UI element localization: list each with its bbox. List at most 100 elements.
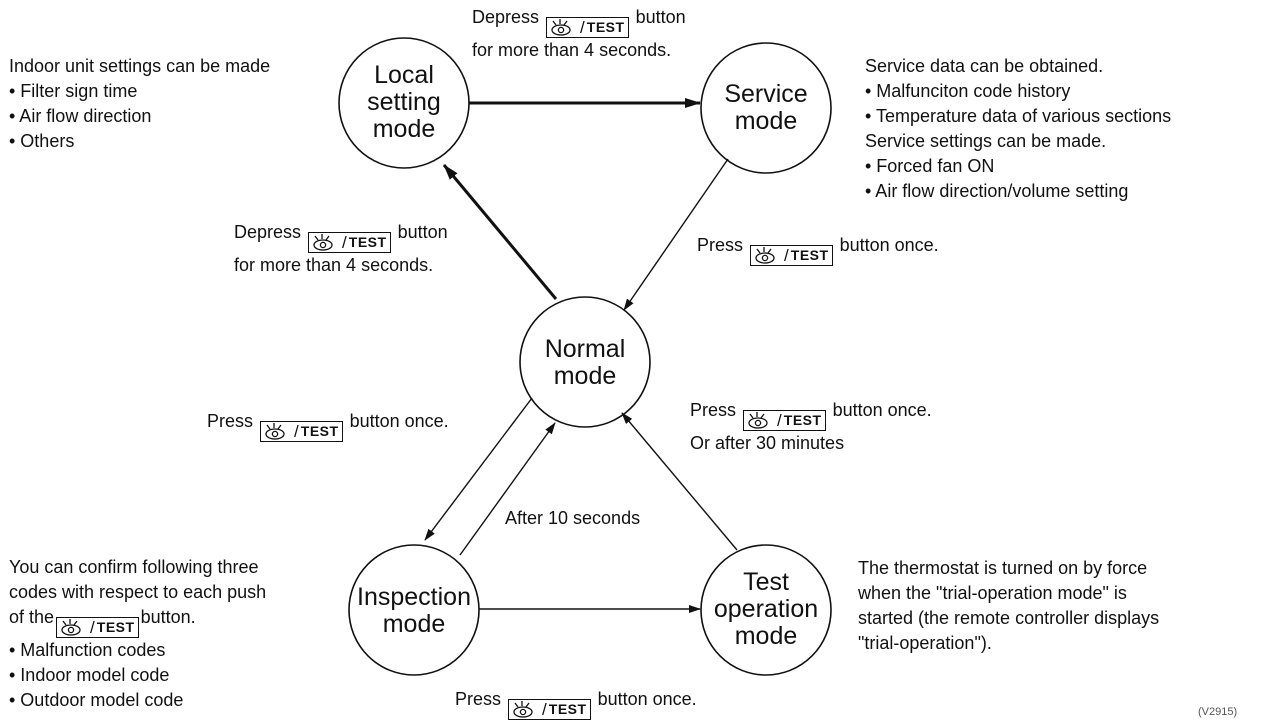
node-test: Test operation mode	[706, 569, 826, 650]
note-test-line: when the "trial-operation mode" is	[858, 583, 1127, 603]
node-local-line1: Local	[374, 61, 434, 89]
node-inspection: Inspection mode	[344, 584, 484, 638]
label-test-to-normal-line1: Press /TEST button once.	[690, 398, 932, 431]
node-service-line1: Service	[724, 80, 808, 108]
node-inspection-line2: mode	[382, 610, 446, 638]
note-service-item: • Malfunciton code history	[865, 81, 1071, 101]
label-test-to-normal-line2: Or after 30 minutes	[690, 433, 845, 453]
button-slash: /	[784, 246, 789, 265]
note-inspection-item: • Indoor model code	[9, 665, 170, 685]
node-circle-normal	[519, 296, 651, 428]
button-slash: /	[580, 18, 585, 37]
button-slash: /	[90, 618, 95, 637]
button-test-text: TEST	[586, 19, 625, 35]
eye-icon	[313, 234, 333, 251]
eye-icon	[61, 619, 81, 636]
eye-icon	[265, 423, 285, 440]
label-local-to-service-line1: Depress /TEST button	[472, 5, 686, 38]
label-pre: Depress	[472, 7, 540, 27]
note-test: The thermostat is turned on by force whe…	[858, 556, 1159, 656]
node-local: Local setting mode	[344, 62, 464, 143]
node-normal-line1: Normal	[544, 335, 626, 363]
label-post: button once.	[349, 411, 449, 431]
inspection-test-button-label: /TEST	[56, 617, 139, 638]
node-circle-inspection	[348, 544, 480, 676]
label-inspection-to-test: Press /TEST button once.	[455, 687, 697, 720]
note-inspection-line2: codes with respect to each push	[9, 582, 267, 602]
button-test-text: TEST	[783, 412, 822, 428]
inspection-test-button-label: /TEST	[750, 245, 833, 266]
note-service-intro: Service data can be obtained.	[865, 56, 1104, 76]
node-test-line1: Test	[743, 568, 789, 596]
note-test-line: started (the remote controller displays	[858, 608, 1160, 628]
label-post: button.	[140, 607, 196, 627]
node-local-line2: setting	[367, 88, 441, 116]
label-local-to-service: Depress /TEST button for more than 4 sec…	[472, 5, 686, 63]
label-local-to-service-line2: for more than 4 seconds.	[472, 40, 672, 60]
node-normal: Normal mode	[525, 336, 645, 390]
inspection-test-button-label: /TEST	[260, 421, 343, 442]
note-local-intro: Indoor unit settings can be made	[9, 56, 271, 76]
note-service-item: • Air flow direction/volume setting	[865, 181, 1129, 201]
label-pre: Depress	[234, 222, 302, 242]
note-inspection-item: • Malfunction codes	[9, 640, 166, 660]
node-test-line3: mode	[734, 622, 798, 650]
node-local-line3: mode	[372, 115, 436, 143]
note-inspection-line1: You can confirm following three	[9, 557, 259, 577]
node-test-line2: operation	[713, 595, 819, 623]
button-test-text: TEST	[548, 701, 587, 717]
inspection-test-button-label: /TEST	[546, 17, 629, 38]
node-service: Service mode	[706, 81, 826, 135]
arrow-normal-to-inspection	[424, 397, 533, 541]
inspection-test-button-label: /TEST	[743, 410, 826, 431]
node-service-line2: mode	[734, 107, 798, 135]
node-normal-line2: mode	[553, 362, 617, 390]
eye-icon	[551, 19, 571, 36]
button-test-text: TEST	[96, 619, 135, 635]
label-normal-to-inspection: Press /TEST button once.	[207, 409, 449, 442]
figure-id: (V2915)	[1198, 706, 1238, 718]
node-inspection-line1: Inspection	[357, 583, 471, 611]
label-normal-to-local-line1: Depress /TEST button	[234, 220, 448, 253]
label-normal-to-local: Depress /TEST button for more than 4 sec…	[234, 220, 448, 278]
button-slash: /	[542, 700, 547, 719]
eye-icon	[748, 412, 768, 429]
eye-icon	[513, 701, 533, 718]
note-local-item: • Others	[9, 131, 75, 151]
label-post: button	[635, 7, 686, 27]
label-post: button	[397, 222, 448, 242]
label-service-to-normal: Press /TEST button once.	[697, 233, 939, 266]
inspection-test-button-label: /TEST	[508, 699, 591, 720]
button-test-text: TEST	[348, 234, 387, 250]
label-normal-to-local-line2: for more than 4 seconds.	[234, 255, 434, 275]
note-local-item: • Air flow direction	[9, 106, 152, 126]
label-pre: Press	[697, 235, 744, 255]
button-test-text: TEST	[300, 423, 339, 439]
button-slash: /	[294, 422, 299, 441]
arrow-test-to-normal	[621, 412, 738, 551]
label-post: button once.	[832, 400, 932, 420]
arrow-service-to-normal	[623, 158, 729, 311]
inspection-test-button-label: /TEST	[308, 232, 391, 253]
button-test-text: TEST	[790, 247, 829, 263]
label-post: button once.	[597, 689, 697, 709]
label-pre: Press	[207, 411, 254, 431]
arrow-inspection-to-normal	[459, 422, 556, 556]
label-test-to-normal: Press /TEST button once. Or after 30 min…	[690, 398, 932, 456]
label-pre: Press	[690, 400, 737, 420]
label-pre: Press	[455, 689, 502, 709]
arrow-normal-to-local	[442, 164, 558, 300]
button-slash: /	[777, 411, 782, 430]
node-circle-test	[700, 544, 832, 676]
label-post: button once.	[839, 235, 939, 255]
node-circle-service	[700, 42, 832, 174]
note-service: Service data can be obtained. • Malfunci…	[865, 54, 1171, 204]
label-pre: of the	[9, 607, 55, 627]
note-service-item: • Forced fan ON	[865, 156, 995, 176]
note-service-item: • Temperature data of various sections	[865, 106, 1172, 126]
note-service-intro2: Service settings can be made.	[865, 131, 1107, 151]
button-slash: /	[342, 233, 347, 252]
label-inspection-to-normal: After 10 seconds	[505, 508, 641, 528]
